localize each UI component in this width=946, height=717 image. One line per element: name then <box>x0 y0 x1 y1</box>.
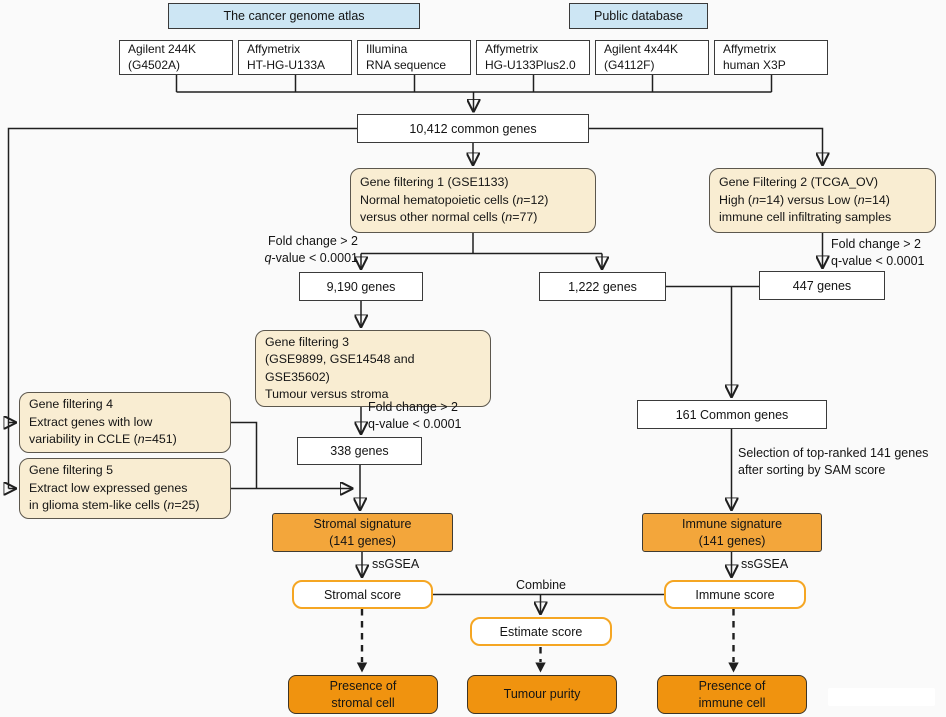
platform-agilent-4x44k-label: Agilent 4x44K(G4112F) <box>604 42 679 72</box>
platform-agilent-4x44k: Agilent 4x44K(G4112F) <box>595 40 709 75</box>
node-9190-genes-label: 9,190 genes <box>326 279 396 294</box>
node-9190-genes: 9,190 genes <box>299 272 423 301</box>
label-ssgsea-left: ssGSEA <box>372 556 419 573</box>
highlight-strip <box>828 688 935 706</box>
node-stromal-signature: Stromal signature(141 genes) <box>272 513 453 552</box>
node-common-genes: 10,412 common genes <box>357 114 589 143</box>
node-gene-filtering-3: Gene filtering 3(GSE9899, GSE14548 and G… <box>255 330 491 407</box>
label-ssgsea-right-text: ssGSEA <box>741 557 789 571</box>
node-447-genes: 447 genes <box>759 271 885 300</box>
node-stromal-score-label: Stromal score <box>323 587 402 602</box>
node-161-common-genes-label: 161 Common genes <box>675 407 789 422</box>
node-1222-genes: 1,222 genes <box>539 272 666 301</box>
node-gene-filtering-2: Gene Filtering 2 (TCGA_OV)High (n=14) ve… <box>709 168 936 233</box>
platform-agilent-244k: Agilent 244K(G4502A) <box>119 40 233 75</box>
node-stromal-score: Stromal score <box>292 580 433 609</box>
source-public-database: Public database <box>569 3 708 29</box>
label-ssgsea-right: ssGSEA <box>741 556 788 573</box>
platform-agilent-244k-label: Agilent 244K(G4502A) <box>128 42 197 72</box>
node-tumour-purity-label: Tumour purity <box>503 687 581 701</box>
node-gene-filtering-2-label: Gene Filtering 2 (TCGA_OV)High (n=14) ve… <box>719 175 892 225</box>
source-tcga-label: The cancer genome atlas <box>223 9 365 23</box>
node-common-genes-label: 10,412 common genes <box>409 121 537 136</box>
node-immune-score: Immune score <box>664 580 806 609</box>
node-immune-signature: Immune signature(141 genes) <box>642 513 822 552</box>
node-immune-signature-label: Immune signature(141 genes) <box>681 516 783 548</box>
node-estimate-score-label: Estimate score <box>499 624 583 639</box>
node-gene-filtering-1: Gene filtering 1 (GSE1133)Normal hematop… <box>350 168 596 233</box>
source-public-database-label: Public database <box>594 9 683 23</box>
label-combine-text: Combine <box>515 578 567 592</box>
dashed-connectors <box>356 609 739 673</box>
source-tcga: The cancer genome atlas <box>168 3 420 29</box>
node-gene-filtering-3-label: Gene filtering 3(GSE9899, GSE14548 and G… <box>265 334 415 402</box>
node-338-genes-label: 338 genes <box>330 444 389 458</box>
node-338-genes: 338 genes <box>297 437 422 465</box>
node-immune-score-label: Immune score <box>695 587 775 602</box>
node-tumour-purity: Tumour purity <box>467 675 617 714</box>
solid-connectors <box>9 75 823 614</box>
node-161-common-genes: 161 Common genes <box>637 400 827 429</box>
label-ssgsea-left-text: ssGSEA <box>372 557 420 571</box>
node-stromal-signature-label: Stromal signature(141 genes) <box>313 516 412 548</box>
node-447-genes-label: 447 genes <box>792 278 852 293</box>
label-combine: Combine <box>481 577 601 594</box>
node-1222-genes-label: 1,222 genes <box>568 279 637 294</box>
node-gene-filtering-1-label: Gene filtering 1 (GSE1133)Normal hematop… <box>360 175 549 225</box>
node-estimate-score: Estimate score <box>470 617 612 646</box>
